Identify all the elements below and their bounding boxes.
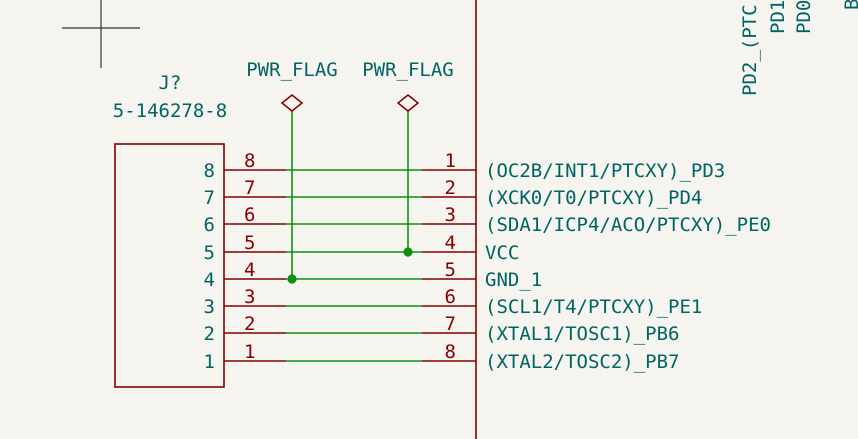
crosshair-cursor-icon <box>62 0 140 68</box>
rotated-pin-label: PD2_(PTC <box>739 4 761 96</box>
right-pin-number: 2 <box>445 177 456 199</box>
right-pin-number: 6 <box>445 286 456 308</box>
pin-name-label: (XTAL2/TOSC2)_PB7 <box>485 351 679 373</box>
pin-name-label: (XTAL1/TOSC1)_PB6 <box>485 323 679 345</box>
rotated-pin-label: PD0 <box>793 0 815 34</box>
right-pin-number: 3 <box>445 204 456 226</box>
outer-pin-number: 4 <box>244 259 255 281</box>
top-right-pin-labels: PD2_(PTC PD1 PD0 B <box>739 0 858 96</box>
outer-pin-number: 8 <box>244 150 255 172</box>
connector-body <box>114 143 225 388</box>
pwr-flag-label: PWR_FLAG <box>246 59 338 81</box>
outer-pin-number: 6 <box>244 204 255 226</box>
pwr-flag-diamond-icon <box>280 94 304 112</box>
connector-reference: J? <box>159 72 182 94</box>
outer-pin-number: 5 <box>244 232 255 254</box>
pwr-flag-diamond-icon <box>396 94 420 112</box>
outer-pin-number: 7 <box>244 177 255 199</box>
pwr-flag-symbol-2[interactable]: PWR_FLAG <box>362 59 454 112</box>
right-pin-number: 1 <box>445 150 456 172</box>
right-pin-number: 7 <box>445 313 456 335</box>
inner-pin-number: 3 <box>204 296 215 318</box>
rotated-pin-label: B <box>841 0 858 10</box>
inner-pin-number: 5 <box>204 242 215 264</box>
pwr-flag-symbol-1[interactable]: PWR_FLAG <box>246 59 338 112</box>
inner-pin-number: 8 <box>204 160 215 182</box>
right-pin-numbers: 1 2 3 4 5 6 7 8 <box>445 150 456 363</box>
junction-dot <box>403 247 413 257</box>
pin-name-label: GND_1 <box>485 269 542 291</box>
pin-name-label: VCC <box>485 242 519 264</box>
outer-pin-number: 1 <box>244 341 255 363</box>
right-pin-number: 8 <box>445 341 456 363</box>
inner-pin-number: 1 <box>204 351 215 373</box>
connector-pins <box>224 169 286 362</box>
outer-pin-number: 2 <box>244 313 255 335</box>
pin-name-label: (OC2B/INT1/PTCXY)_PD3 <box>485 160 725 182</box>
junction-dot <box>287 274 297 284</box>
inner-pin-number: 7 <box>204 187 215 209</box>
right-pin-names: (OC2B/INT1/PTCXY)_PD3 (XCK0/T0/PTCXY)_PD… <box>485 160 771 373</box>
pin-name-label: (SCL1/T4/PTCXY)_PE1 <box>485 296 702 318</box>
right-pin-number: 4 <box>445 232 456 254</box>
inner-pin-number: 2 <box>204 323 215 345</box>
inner-pin-number: 6 <box>204 214 215 236</box>
right-pin-number: 5 <box>445 259 456 281</box>
pwr-flag-label: PWR_FLAG <box>362 59 454 81</box>
pin-name-label: (SDA1/ICP4/ACO/PTCXY)_PE0 <box>485 214 771 236</box>
pin-name-label: (XCK0/T0/PTCXY)_PD4 <box>485 187 702 209</box>
connector-inner-pin-numbers: 8 7 6 5 4 3 2 1 <box>204 160 215 373</box>
outer-pin-number: 3 <box>244 286 255 308</box>
wires <box>286 111 422 362</box>
rotated-pin-label: PD1 <box>767 0 789 34</box>
connector-value: 5-146278-8 <box>113 100 227 122</box>
right-symbol-pins <box>422 169 476 362</box>
connector-outer-pin-numbers: 8 7 6 5 4 3 2 1 <box>244 150 255 363</box>
inner-pin-number: 4 <box>204 269 215 291</box>
